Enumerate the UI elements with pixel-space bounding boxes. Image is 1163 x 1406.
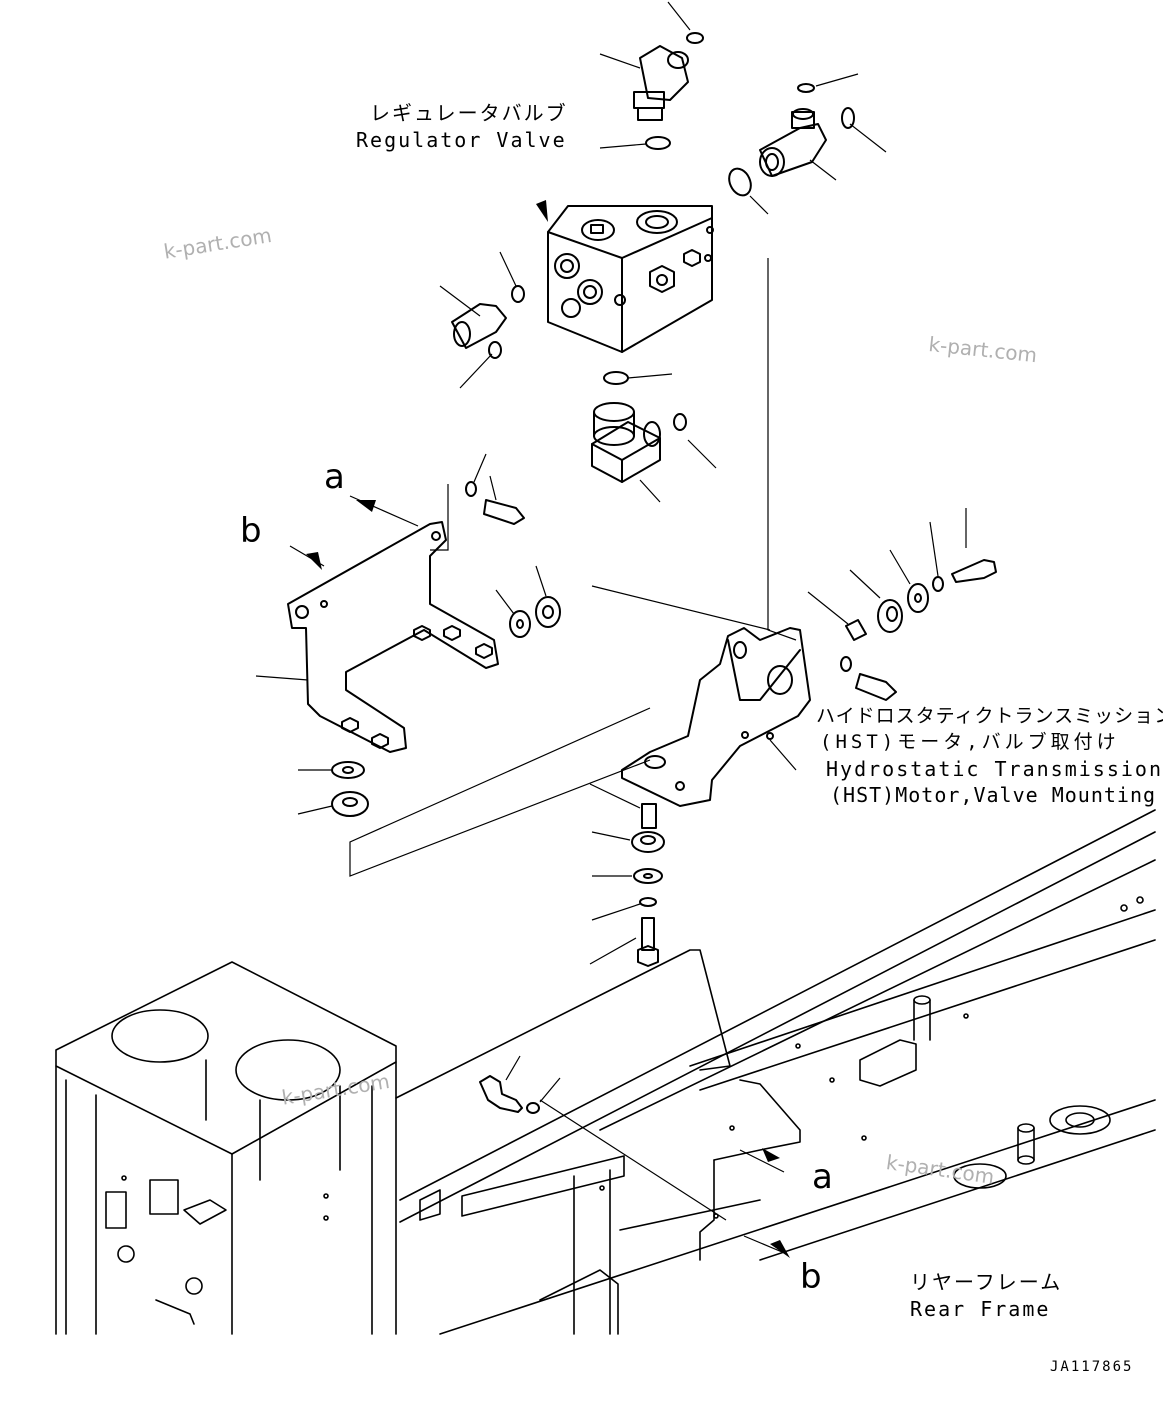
hardware-right-cluster — [840, 559, 997, 701]
rear-frame-bolt — [479, 1075, 540, 1114]
hardware-left-cluster — [331, 481, 561, 817]
left-bracket — [287, 521, 499, 753]
hst-label-jp-2: (HST)モータ,バルブ取付け — [820, 731, 1120, 753]
elbow-fitting-top — [633, 32, 704, 150]
reference-b-top: b — [240, 511, 262, 551]
swivel-fitting — [728, 83, 855, 197]
arrowheads — [306, 200, 790, 1258]
plug-fitting-left — [451, 285, 525, 359]
hst-label-en-2: (HST)Motor,Valve Mounting — [830, 783, 1157, 807]
regulator-valve-block — [547, 205, 714, 353]
leader-lines — [255, 1, 967, 1253]
reference-a-top: a — [324, 457, 345, 497]
elbow-fitting-bottom — [591, 371, 687, 483]
reference-a-bottom: a — [812, 1157, 833, 1197]
regulator-valve-label-jp: レギュレータバルブ — [370, 101, 568, 125]
reference-b-bottom: b — [800, 1257, 822, 1297]
rear-frame — [55, 809, 1156, 1335]
hst-label-jp-1: ハイドロスタティクトランスミッション — [816, 705, 1163, 727]
right-bracket — [621, 627, 811, 807]
regulator-valve-label-en: Regulator Valve — [356, 128, 567, 152]
rear-frame-label-jp: リヤーフレーム — [910, 1270, 1063, 1294]
rear-frame-label-en: Rear Frame — [910, 1297, 1051, 1321]
hardware-bottom-stack — [631, 803, 665, 967]
hst-label-en-1: Hydrostatic Transmission — [826, 757, 1163, 781]
drawing-code: JA117865 — [1050, 1359, 1134, 1375]
